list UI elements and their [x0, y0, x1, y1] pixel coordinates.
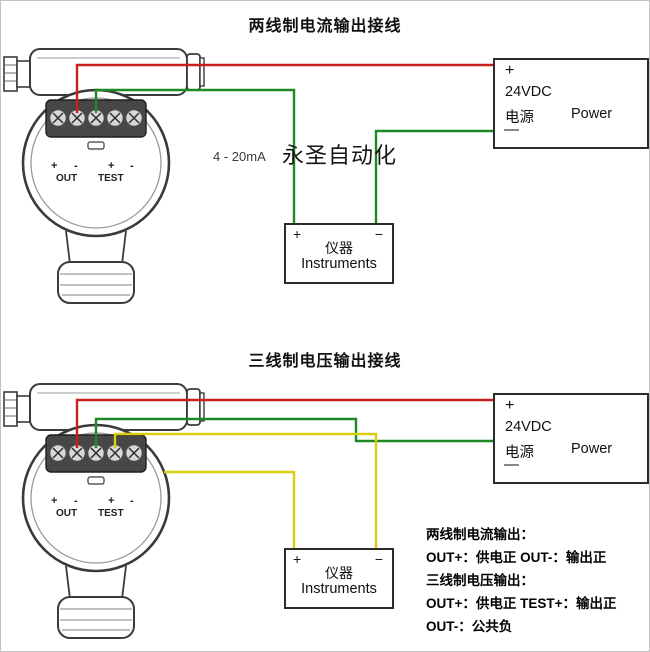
- power-label-en: Power: [571, 106, 613, 122]
- power-voltage-label: 24VDC: [505, 419, 552, 435]
- power-minus-label: —: [504, 121, 519, 138]
- terminal-label-out: OUT: [56, 173, 78, 184]
- power-voltage-label: 24VDC: [505, 84, 552, 100]
- wire-green-return-top: [374, 129, 494, 225]
- instrument-plus-label: +: [293, 226, 302, 242]
- wire-red-supply-bottom: [75, 398, 494, 448]
- instrument-label-cn: 仪器: [325, 565, 353, 581]
- terminal-label-test: TEST: [98, 173, 124, 184]
- terminal-label-test-plus: +: [108, 495, 115, 507]
- signal-range-label: 4 - 20mA: [213, 149, 266, 164]
- power-supply-box-top: + 24VDC 电源 Power —: [493, 58, 649, 149]
- wiring-notes: 两线制电流输出： OUT+：供电正 OUT-：输出正 三线制电压输出： OUT+…: [426, 523, 617, 638]
- note-line-2: OUT+：供电正 OUT-：输出正: [426, 550, 607, 565]
- top-diagram-title: 两线制电流输出接线: [248, 18, 402, 35]
- note-line-4: OUT+：供电正 TEST+：输出正: [426, 596, 617, 611]
- watermark-text: 永圣自动化: [282, 143, 398, 168]
- terminal-label-test-minus: -: [130, 160, 134, 172]
- terminal-label-test-minus: -: [130, 495, 134, 507]
- note-line-3: 三线制电压输出：: [426, 573, 534, 588]
- instrument-plus-label: +: [293, 551, 302, 567]
- note-line-5: OUT-：公共负: [426, 619, 513, 634]
- power-label-cn: 电源: [505, 110, 534, 126]
- terminal-label-test: TEST: [98, 508, 124, 519]
- terminal-label-out-minus: -: [74, 495, 78, 507]
- instrument-box-top: + − 仪器 Instruments: [284, 223, 394, 284]
- terminal-label-out-plus: +: [51, 160, 58, 172]
- terminal-label-out-plus: +: [51, 495, 58, 507]
- power-plus-label: +: [505, 62, 515, 79]
- power-supply-box-bottom: + 24VDC 电源 Power —: [493, 393, 649, 484]
- instrument-label-en: Instruments: [301, 581, 377, 597]
- power-label-en: Power: [571, 441, 613, 457]
- power-label-cn: 电源: [505, 445, 534, 461]
- wire-yellow-instrument-bottom: [164, 470, 296, 550]
- instrument-box-bottom: + − 仪器 Instruments: [284, 548, 394, 609]
- power-plus-label: +: [505, 397, 515, 414]
- instrument-minus-label: −: [374, 226, 383, 242]
- terminal-label-out: OUT: [56, 508, 78, 519]
- terminal-label-test-plus: +: [108, 160, 115, 172]
- instrument-label-cn: 仪器: [325, 240, 353, 256]
- bottom-diagram-title: 三线制电压输出接线: [248, 353, 402, 370]
- instrument-label-en: Instruments: [301, 256, 377, 272]
- note-line-1: 两线制电流输出：: [426, 527, 534, 542]
- instrument-minus-label: −: [374, 551, 383, 567]
- terminal-label-out-minus: -: [74, 160, 78, 172]
- wire-yellow-output-bottom: [113, 432, 378, 550]
- wire-green-signal-top: [94, 88, 296, 225]
- wire-red-supply-top: [75, 63, 494, 113]
- wire-green-common-bottom: [94, 417, 494, 448]
- power-minus-label: —: [504, 456, 519, 473]
